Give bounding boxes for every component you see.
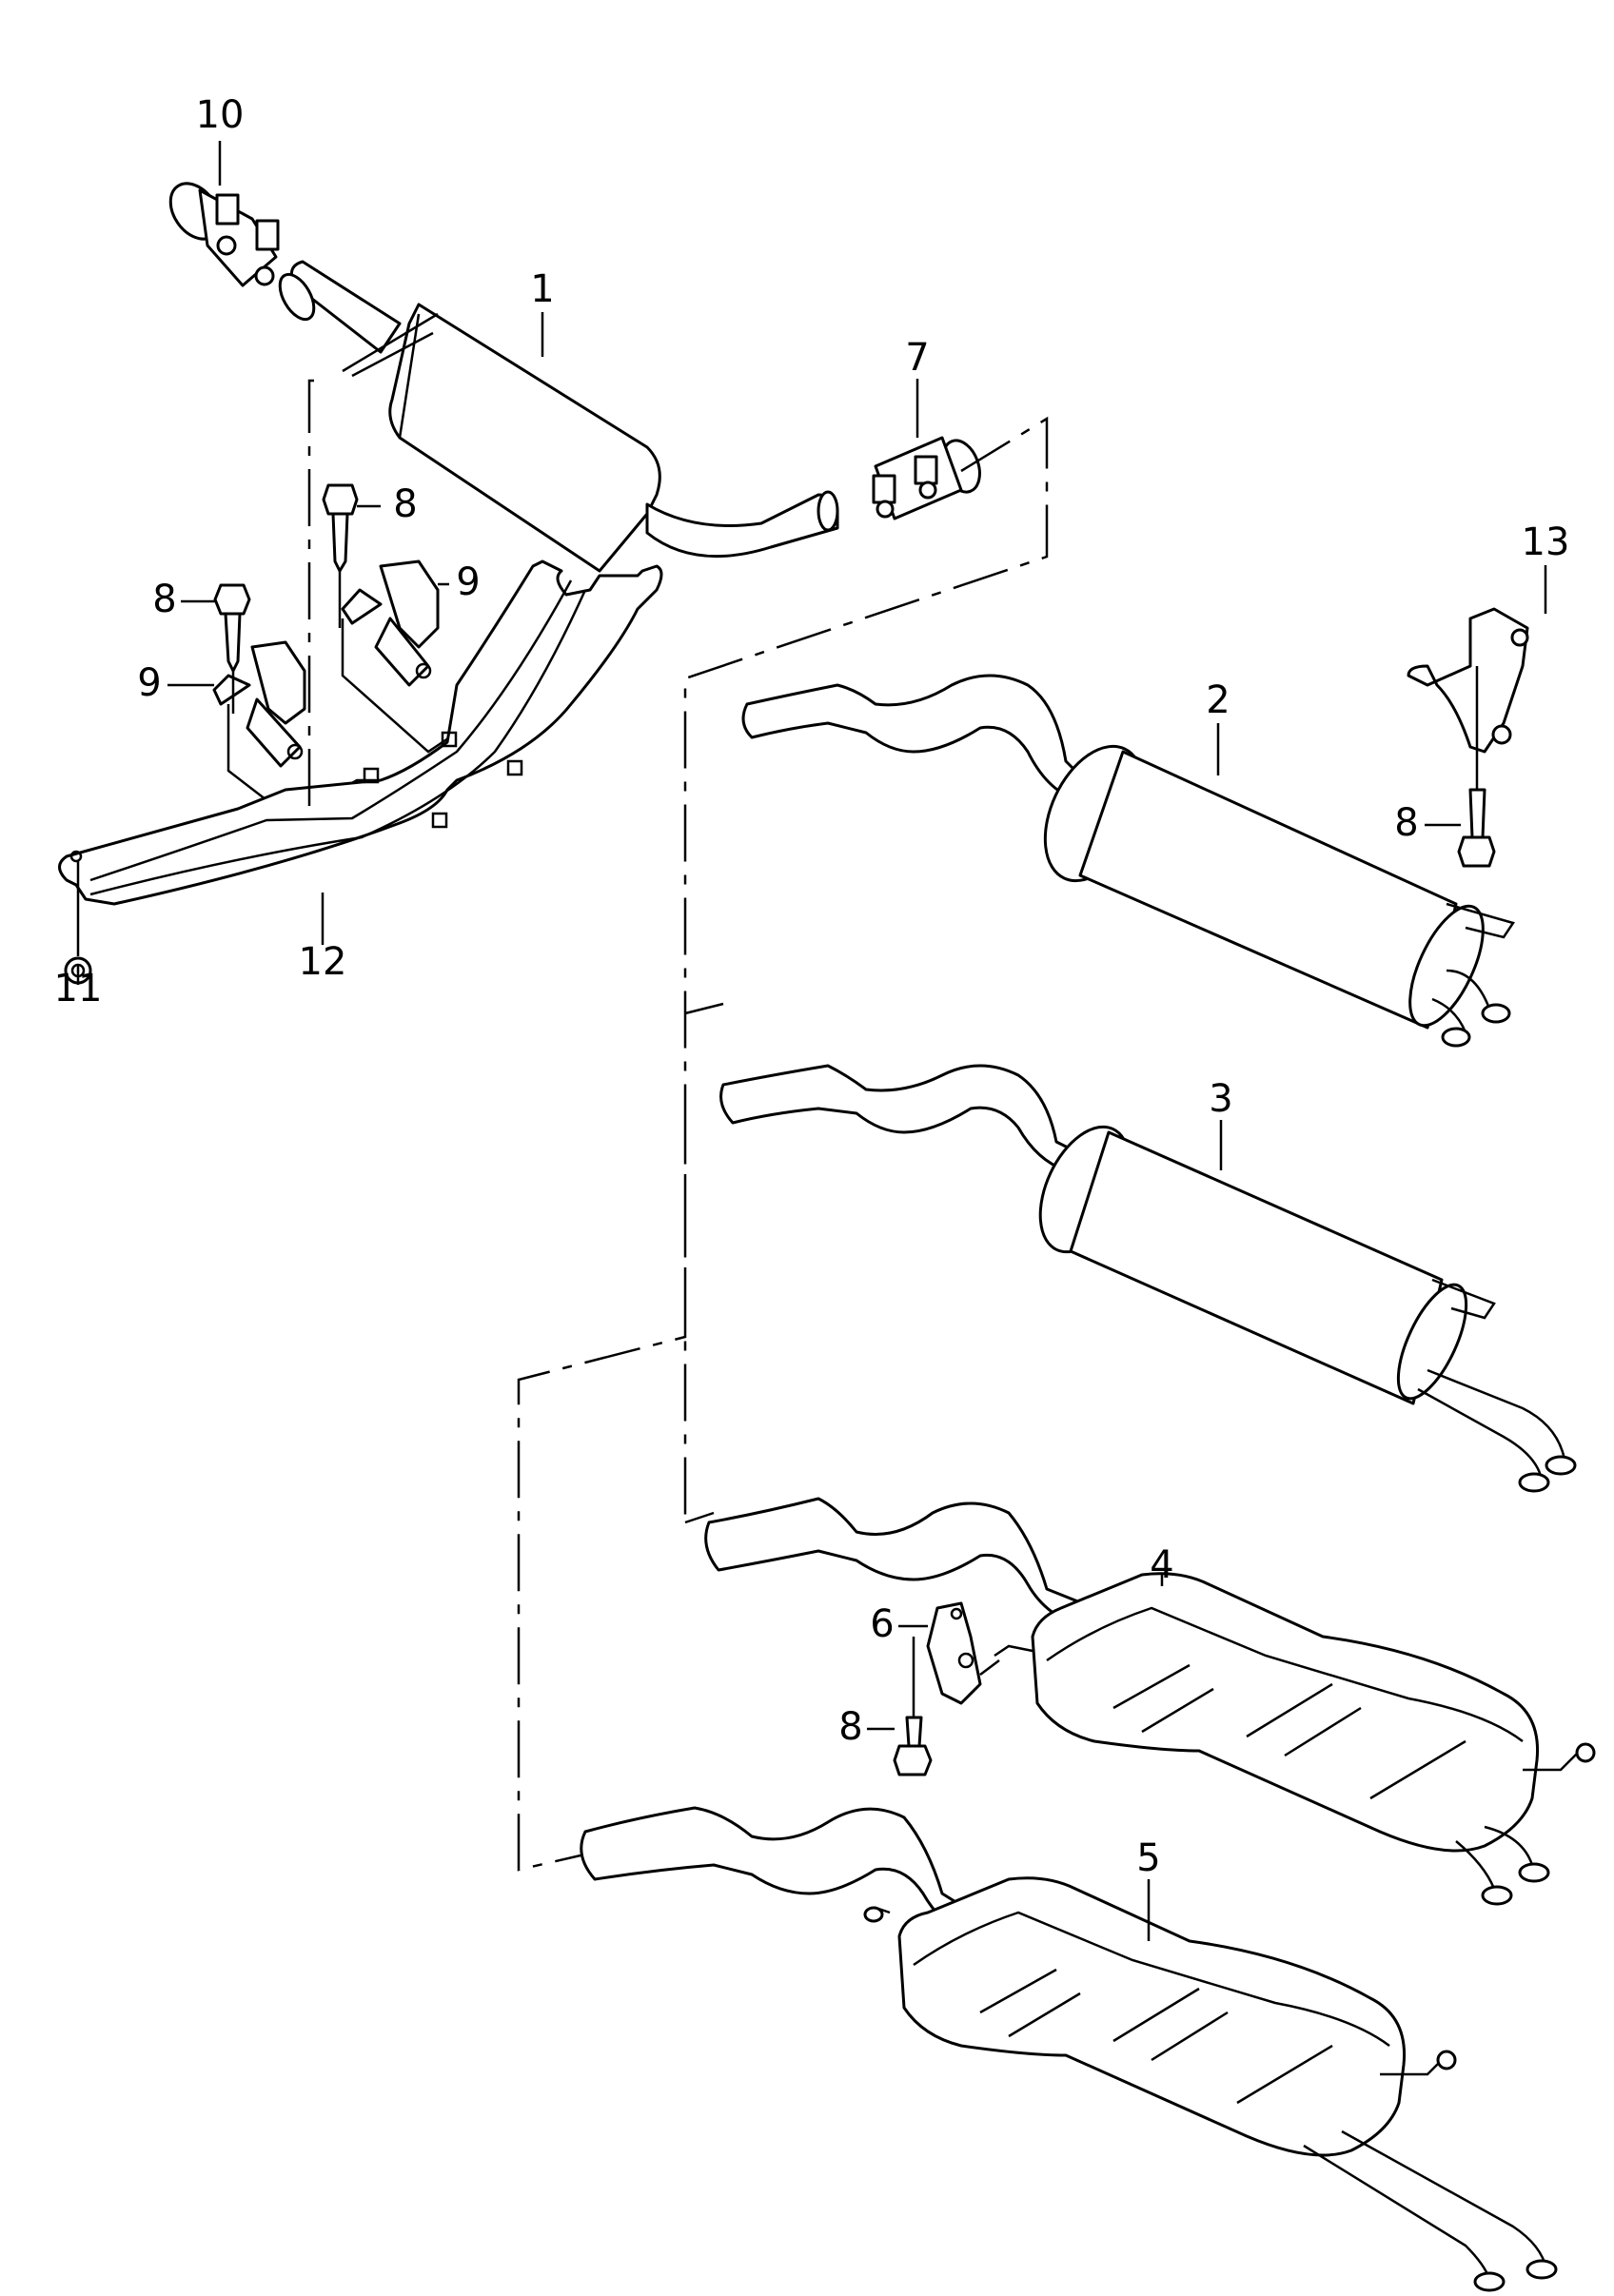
front-silencer[interactable] [273, 260, 839, 573]
bracket-upper[interactable] [341, 559, 440, 687]
callout-2[interactable]: 2 [1206, 678, 1230, 722]
callout-9-lower[interactable]: 9 [137, 661, 161, 705]
bolt-upper[interactable] [322, 483, 359, 628]
callout-8-left[interactable]: 8 [152, 578, 176, 621]
callout-5[interactable]: 5 [1136, 1836, 1160, 1880]
connection-line-front [307, 379, 314, 814]
rear-silencer-4[interactable] [704, 1497, 1596, 1906]
callout-13[interactable]: 13 [1522, 520, 1570, 564]
callout-7[interactable]: 7 [905, 336, 929, 380]
bracket-lower[interactable] [212, 640, 306, 768]
bracket-rear[interactable] [1407, 607, 1529, 754]
callout-1[interactable]: 1 [530, 267, 554, 311]
callout-3[interactable]: 3 [1209, 1077, 1232, 1121]
bolt-bottom[interactable] [893, 1637, 933, 1776]
callout-8-bottom[interactable]: 8 [838, 1705, 862, 1749]
rear-silencer-2[interactable] [741, 674, 1515, 1048]
clamp-front[interactable] [161, 174, 280, 287]
callout-6[interactable]: 6 [870, 1602, 894, 1646]
callout-labels: 10 1 7 8 8 9 9 13 2 8 11 12 3 4 6 8 5 [54, 93, 1570, 1880]
callout-8-upper[interactable]: 8 [393, 482, 417, 526]
connection-line-main [517, 416, 1049, 1872]
callout-11[interactable]: 11 [54, 967, 103, 1011]
bolt-right[interactable] [1457, 666, 1496, 868]
callout-9-upper[interactable]: 9 [456, 560, 480, 604]
callout-10[interactable]: 10 [196, 93, 245, 137]
leader-lines [76, 141, 1547, 1941]
heat-shield[interactable] [58, 559, 663, 906]
bolt-lower[interactable] [213, 583, 251, 714]
callout-4[interactable]: 4 [1150, 1543, 1173, 1587]
rear-silencer-5[interactable] [580, 1806, 1558, 2292]
rear-silencer-3[interactable] [719, 1064, 1577, 1493]
callout-8-right[interactable]: 8 [1394, 801, 1418, 845]
callout-12[interactable]: 12 [299, 940, 347, 984]
bracket-6[interactable] [926, 1601, 1033, 1705]
clamp-middle[interactable] [872, 436, 986, 520]
